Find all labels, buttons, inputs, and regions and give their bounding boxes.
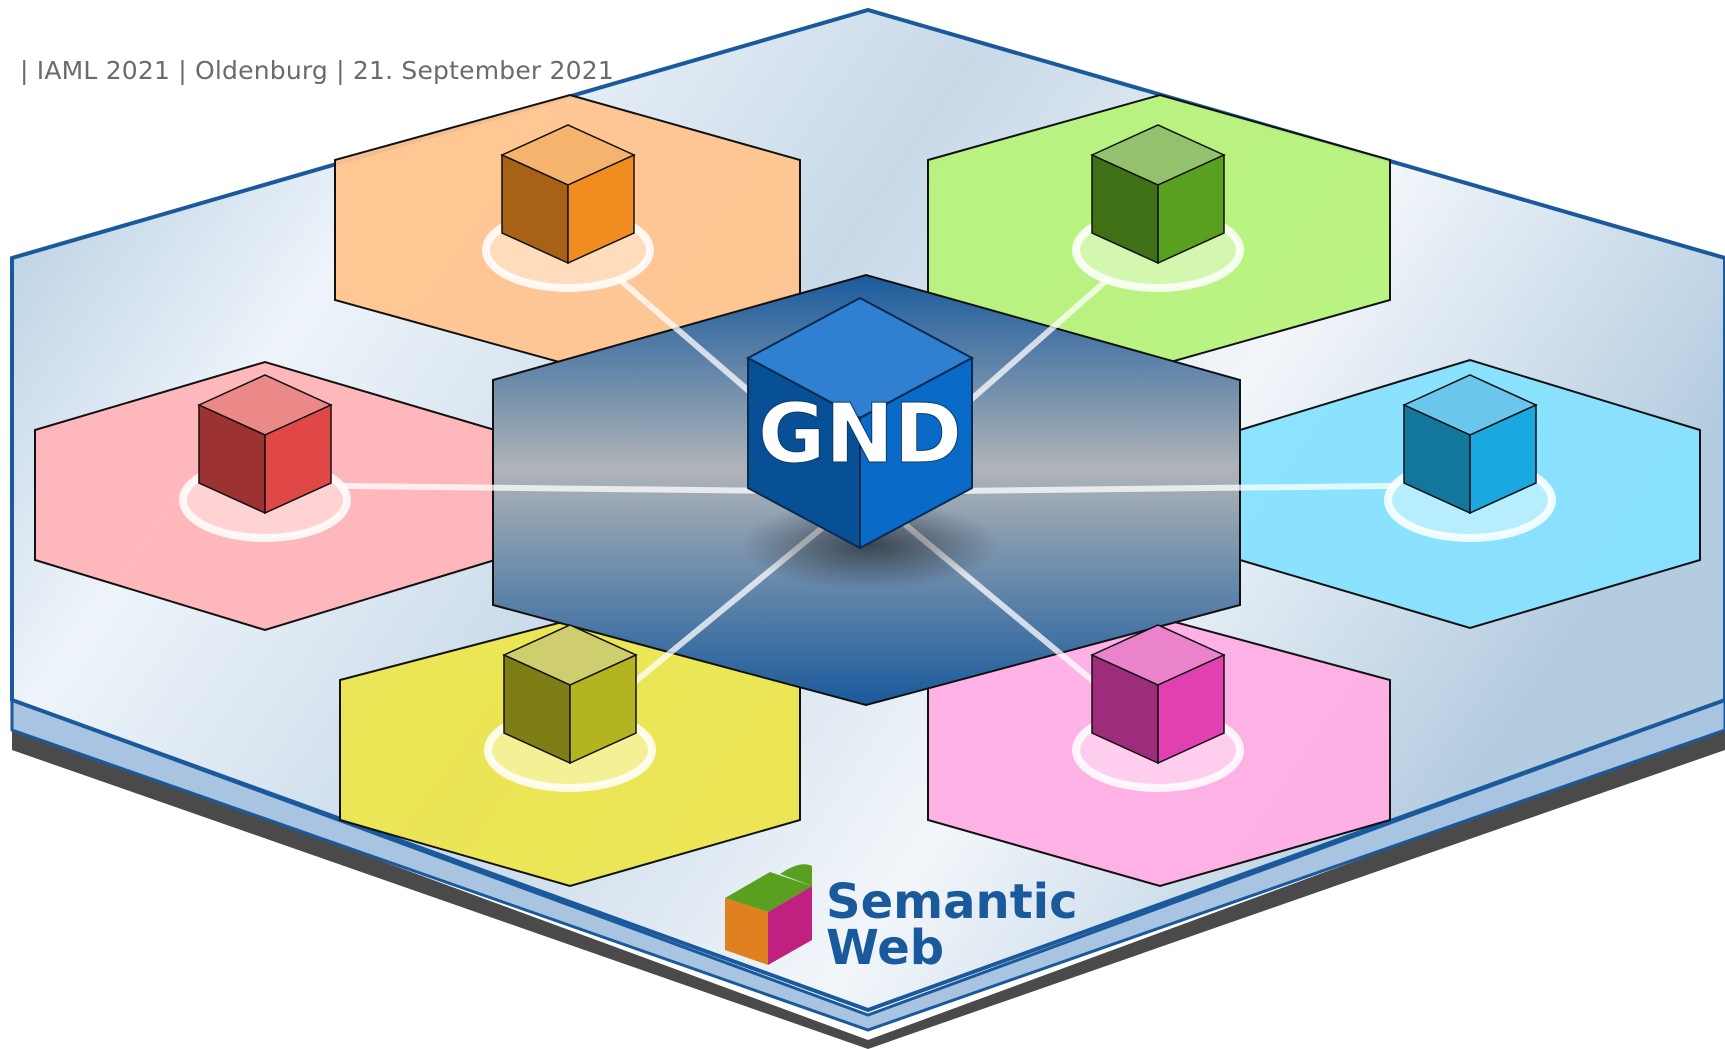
node-cube-orange [482, 124, 654, 292]
hub-label: GND [758, 387, 962, 482]
hub-cube-right [859, 356, 973, 550]
semantic-web-cube-icon [725, 864, 812, 965]
node-cube-green-right [1157, 153, 1225, 265]
platform-edge [10, 697, 1725, 1032]
semantic-web-logo: Semantic Web [725, 864, 1078, 976]
node-cube-red [179, 374, 351, 542]
node-cube-cyan-right [1469, 403, 1537, 515]
node-cube-green [1072, 124, 1244, 292]
logo-line-semantic: Semantic [826, 874, 1078, 930]
node-cube-yellow [484, 624, 656, 792]
node-cube-yellow-right [569, 653, 637, 765]
hub-cube: GND [740, 296, 1000, 590]
node-cube-pink-right [1157, 653, 1225, 765]
node-cube-red-right [264, 403, 332, 515]
node-cube-pink [1072, 624, 1244, 792]
logo-line-web: Web [826, 920, 944, 976]
header-conference-line: | IAML 2021 | Oldenburg | 21. September … [20, 56, 614, 85]
node-cubes [179, 124, 1556, 792]
hub-cube-shadow [740, 500, 1000, 590]
node-cube-cyan [1384, 374, 1556, 542]
node-cube-orange-right [567, 153, 635, 265]
